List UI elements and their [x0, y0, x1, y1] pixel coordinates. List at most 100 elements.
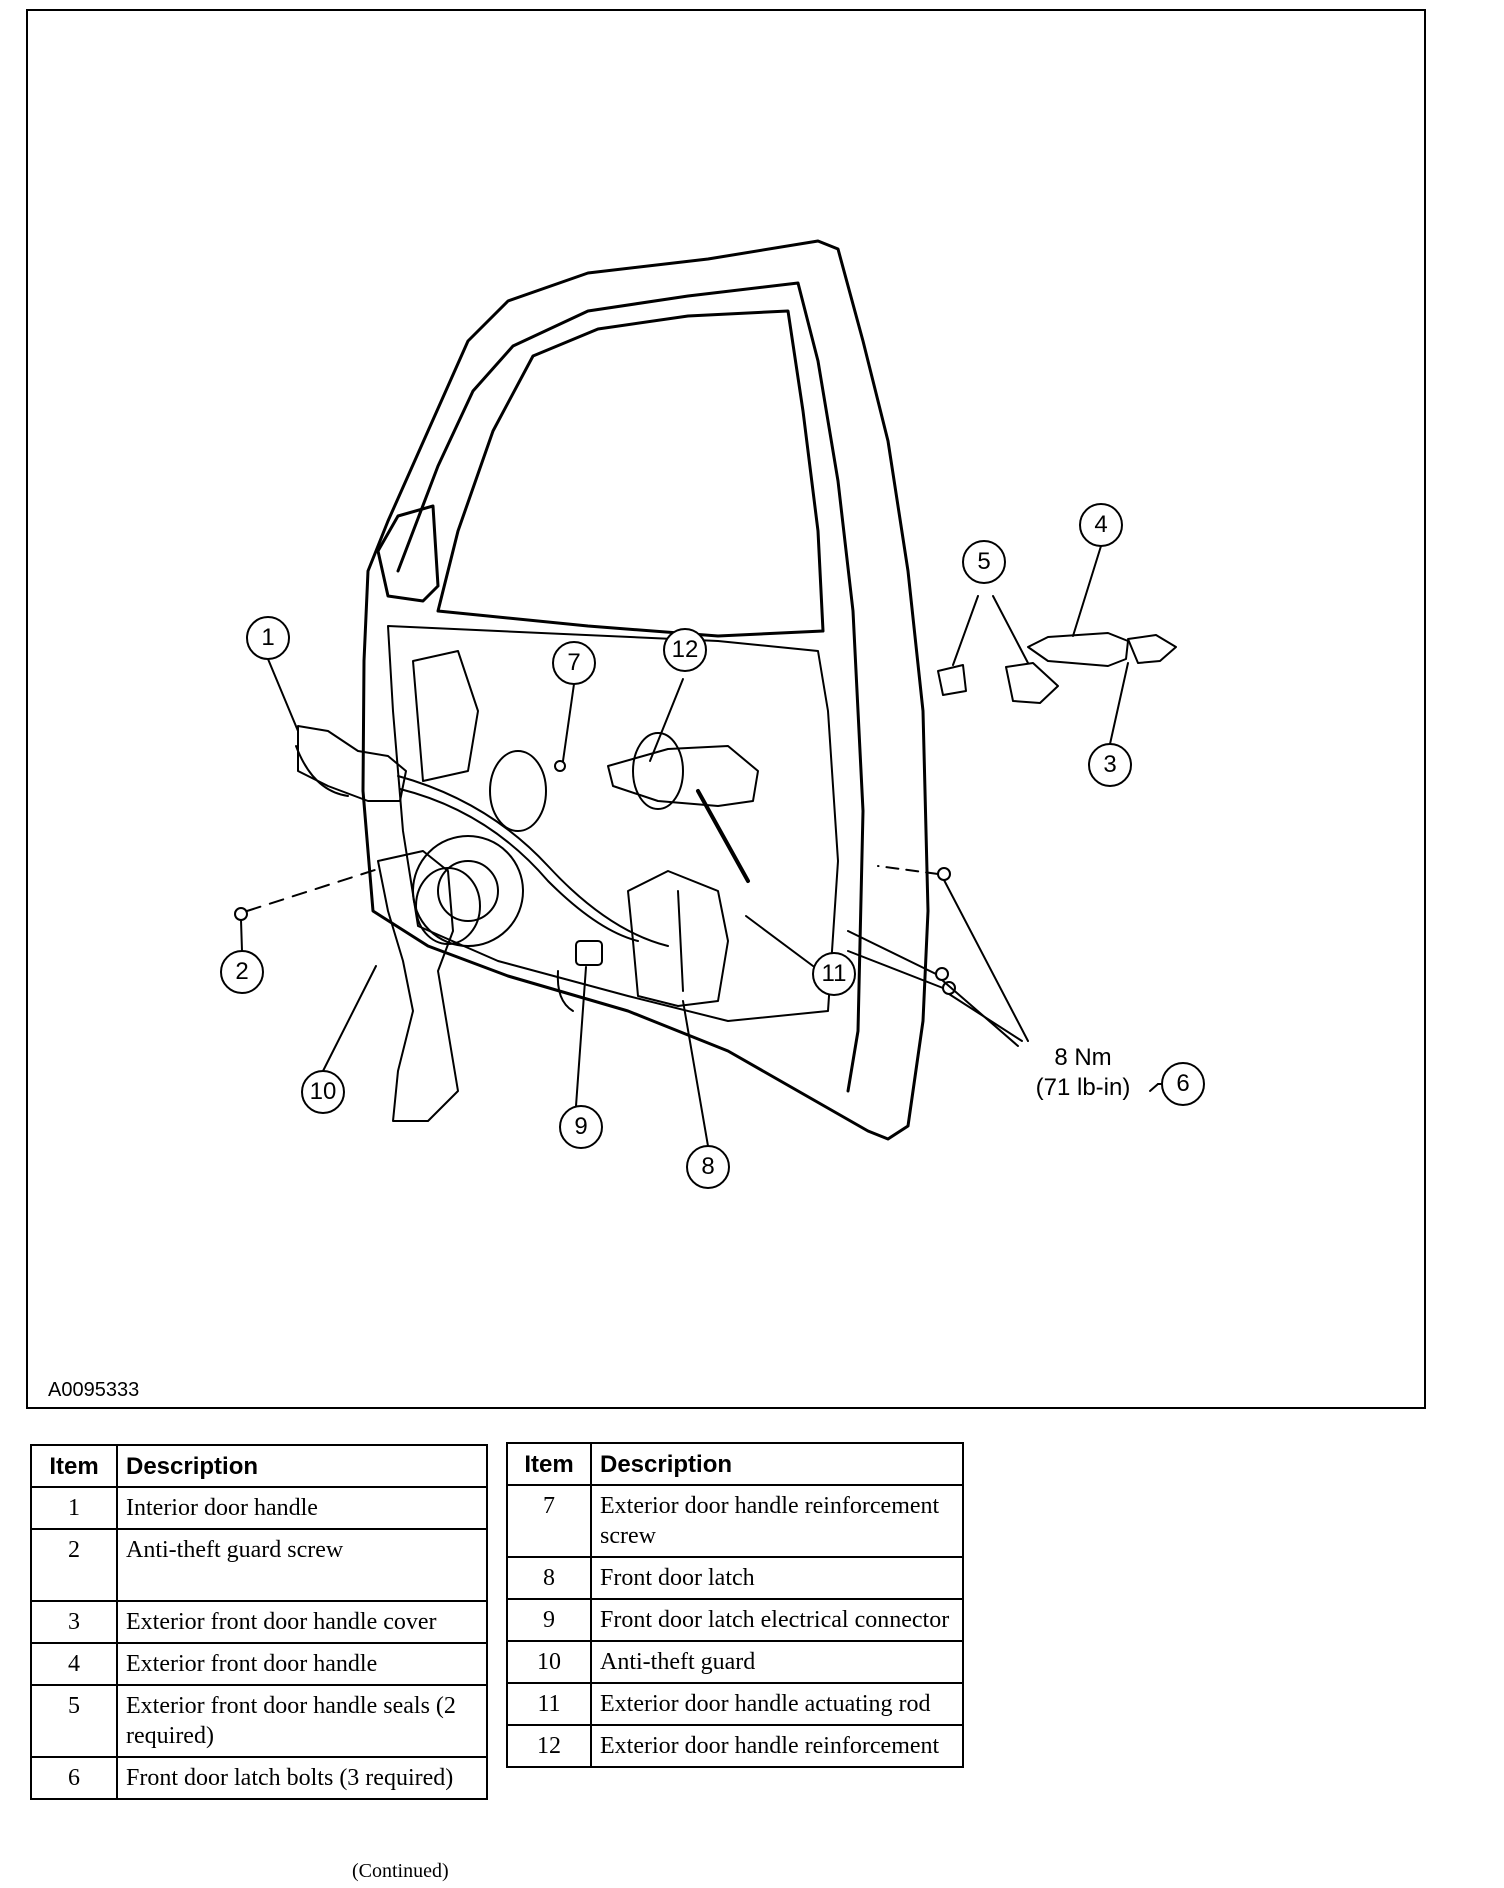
column-header-item: Item [30, 1444, 118, 1488]
item-number: 2 [30, 1528, 118, 1602]
item-description: Anti-theft guard [590, 1640, 964, 1684]
speaker-opening [412, 835, 524, 947]
legend-table-right: Item Description 7 Exterior door handle … [506, 1442, 964, 1768]
table-row: 4 Exterior front door handle [30, 1642, 488, 1686]
table-row: 8 Front door latch [506, 1556, 964, 1600]
speaker-cone [437, 860, 499, 922]
item-description: Anti-theft guard screw [116, 1528, 488, 1602]
item-number: 9 [506, 1598, 592, 1642]
window-regulator [412, 650, 479, 782]
callout-circle-9 [559, 1105, 603, 1149]
handle-reinforcement-part [607, 745, 759, 807]
callout-10: 10 [309, 1078, 337, 1105]
callout-circle-1 [246, 616, 290, 660]
reinforcement-screw-part [554, 760, 566, 772]
item-number: 1 [30, 1486, 118, 1530]
callout-circle-3 [1088, 743, 1132, 787]
torque-imperial: (71 lb-in) [1035, 1074, 1131, 1101]
table-row: 11 Exterior door handle actuating rod [506, 1682, 964, 1726]
callout-circle-4 [1079, 503, 1123, 547]
table-row: 3 Exterior front door handle cover [30, 1600, 488, 1644]
table-row: 9 Front door latch electrical connector [506, 1598, 964, 1642]
panel-opening-lower [632, 732, 684, 810]
exterior-handle-part [1027, 632, 1129, 667]
latch-bolt-2 [935, 967, 949, 981]
callout-circle-6 [1161, 1062, 1205, 1106]
mirror-sail [376, 504, 440, 603]
latch-bolt-1 [937, 867, 951, 881]
diagram-figure: 1 2 3 4 5 6 7 8 9 10 11 12 8 Nm (71 lb-i… [26, 9, 1426, 1409]
window-opening [436, 309, 825, 638]
panel-opening-upper [489, 750, 547, 832]
callout-circle-12 [663, 628, 707, 672]
item-number: 8 [506, 1556, 592, 1600]
item-number: 5 [30, 1684, 118, 1758]
item-number: 6 [30, 1756, 118, 1800]
item-description: Front door latch electrical connector [590, 1598, 964, 1642]
legend-header-row: Item Description [506, 1442, 964, 1486]
callout-9: 9 [574, 1113, 588, 1140]
callout-11: 11 [821, 960, 847, 987]
item-number: 3 [30, 1600, 118, 1644]
table-row: 6 Front door latch bolts (3 required) [30, 1756, 488, 1800]
callout-4: 4 [1094, 511, 1108, 538]
handle-cover-part [1127, 634, 1177, 664]
figure-id-label: A0095333 [48, 1379, 140, 1401]
callout-1: 1 [261, 624, 275, 651]
callout-5: 5 [977, 548, 991, 575]
actuating-rod-part [696, 789, 750, 883]
interior-door-handle-part [297, 725, 407, 802]
item-description: Exterior front door handle cover [116, 1600, 488, 1644]
item-description: Exterior door handle reinforcement screw [590, 1484, 964, 1558]
torque-spec: 8 Nm (71 lb-in) [1008, 1043, 1158, 1103]
column-header-description: Description [590, 1442, 964, 1486]
item-description: Exterior door handle actuating rod [590, 1682, 964, 1726]
callout-circle-10 [301, 1070, 345, 1114]
item-description: Interior door handle [116, 1486, 488, 1530]
callout-2: 2 [235, 958, 249, 985]
item-number: 11 [506, 1682, 592, 1726]
door-frame-inner [396, 281, 865, 1093]
door-assembly-drawing [220, 239, 1205, 1189]
legend-table-left: Item Description 1 Interior door handle … [30, 1444, 488, 1800]
table-row: 10 Anti-theft guard [506, 1640, 964, 1684]
callout-12: 12 [671, 636, 699, 663]
item-description: Exterior front door handle seals (2 requ… [116, 1684, 488, 1758]
handle-seal-small [937, 664, 967, 696]
anti-theft-guard-part [377, 850, 459, 1122]
table-row: 1 Interior door handle [30, 1486, 488, 1530]
column-header-item: Item [506, 1442, 592, 1486]
door-frame-outline [361, 239, 930, 1141]
torque-metric: 8 Nm [1054, 1044, 1112, 1071]
table-row: 7 Exterior door handle reinforcement scr… [506, 1484, 964, 1558]
item-description: Front door latch [590, 1556, 964, 1600]
continued-note: (Continued) [352, 1860, 449, 1882]
guard-screw-part [234, 907, 248, 921]
callout-7: 7 [567, 649, 581, 676]
item-description: Front door latch bolts (3 required) [116, 1756, 488, 1800]
item-number: 12 [506, 1724, 592, 1768]
callout-8: 8 [701, 1153, 715, 1180]
item-description: Exterior door handle reinforcement [590, 1724, 964, 1768]
table-row: 5 Exterior front door handle seals (2 re… [30, 1684, 488, 1758]
callout-circle-11 [812, 952, 856, 996]
callout-circle-5 [962, 540, 1006, 584]
front-door-latch-part [627, 870, 729, 1007]
item-description: Exterior front door handle [116, 1642, 488, 1686]
column-header-description: Description [116, 1444, 488, 1488]
inner-panel [387, 625, 839, 1022]
callout-6: 6 [1176, 1070, 1190, 1097]
table-row: 12 Exterior door handle reinforcement [506, 1724, 964, 1768]
latch-connector-part [575, 940, 603, 966]
latch-bolt-3 [942, 981, 956, 995]
item-number: 10 [506, 1640, 592, 1684]
latch-cables [397, 775, 669, 947]
callout-3: 3 [1103, 751, 1117, 778]
legend-header-row: Item Description [30, 1444, 488, 1488]
item-number: 4 [30, 1642, 118, 1686]
handle-seal-large [1005, 662, 1059, 704]
callout-circle-7 [552, 641, 596, 685]
item-number: 7 [506, 1484, 592, 1558]
callout-circle-2 [220, 950, 264, 994]
table-row: 2 Anti-theft guard screw [30, 1528, 488, 1602]
